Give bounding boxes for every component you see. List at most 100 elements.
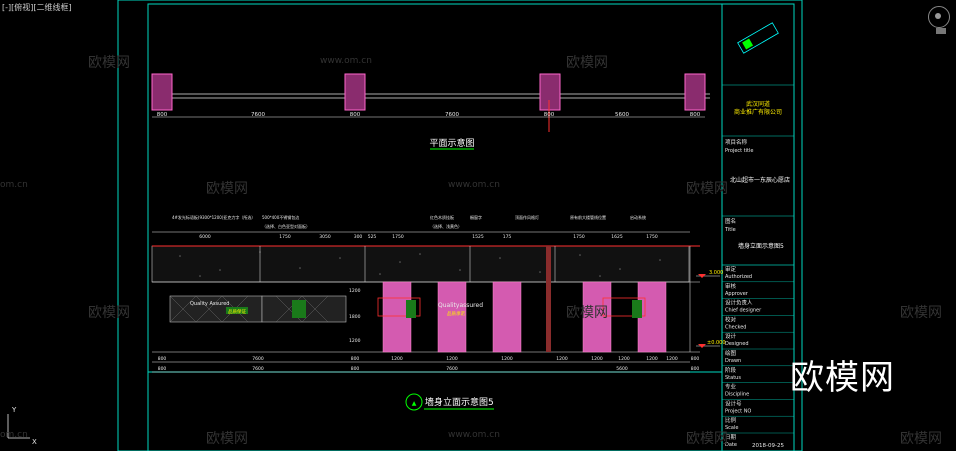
watermark-url: om.cn	[0, 430, 28, 440]
navigation-bar-icon[interactable]	[936, 28, 946, 34]
title-block-row-label-en: Authorized	[725, 274, 752, 280]
title-block-row-label: 审核	[725, 282, 737, 290]
title-block-row-label: 绘图	[725, 349, 737, 357]
elevation-bottom-dimension-text: 1200	[666, 356, 678, 362]
elevation-top-dimension-text: 175	[503, 234, 512, 240]
elevation-callouts: 4#发光标语板(9300*1200)亚克力字（所选） 500*400不锈钢包边 （选…	[172, 214, 646, 229]
level-mark-top: 3.000	[709, 270, 723, 276]
level-mark-zero: ±0.000	[707, 340, 726, 346]
title-block-row-label: 设计	[725, 332, 737, 340]
figure-name-label: 图名	[725, 217, 736, 225]
watermark-brand: 欧模网	[566, 55, 608, 71]
plan-dimension-text: 7600	[445, 112, 459, 118]
watermark-brand: 欧模网	[88, 305, 130, 321]
title-block-row-label: 审定	[725, 265, 737, 273]
title-block-row-label-en: Date	[725, 442, 737, 448]
watermark-brand: 欧模网	[566, 305, 608, 321]
project-name: 北山超市一东辰心愿店	[730, 176, 790, 184]
side-dim-1: 1200	[349, 288, 361, 294]
plan-title: 平面示意图	[429, 137, 474, 149]
viewport-label[interactable]: [-][俯视][二维线框]	[2, 3, 72, 12]
plan-dimension-text: 800	[350, 112, 361, 118]
elevation-callout-text: （选择、浅黄色）	[430, 223, 462, 229]
elevation-callout-text: 500*400不锈钢包边	[262, 214, 299, 220]
elevation-top-dimension-text: 1750	[573, 234, 585, 240]
elevation-top-dimension-text: 1525	[472, 234, 484, 240]
elevation-symbol-icon	[405, 393, 423, 411]
ucs-icon: Y X	[7, 406, 37, 446]
elevation-top-dimension-text: 1625	[611, 234, 623, 240]
title-block-row-label: 日期	[725, 434, 737, 441]
title-block-row-label: 比例	[725, 416, 737, 424]
plan-view: 800 7600 800 7600 800 5600 800 平面示意图	[151, 73, 710, 150]
svg-text:▲: ▲	[412, 400, 417, 407]
ucs-x-label: X	[32, 438, 37, 446]
title-block-row-label-en: Approver	[725, 291, 749, 297]
elevation-callout-text: 原有前大楼管线位置	[570, 214, 606, 220]
panel-text-left-sub: 品质保证	[228, 308, 246, 315]
project-name-label: 项目名称	[725, 138, 748, 146]
company-name-2: 商业推广有限公司	[734, 108, 782, 116]
watermark-brand: 欧模网	[686, 181, 728, 197]
elevation-bottom-dimension-text: 7600	[252, 356, 264, 362]
elevation-top-dimension-text: 1750	[646, 234, 658, 240]
plan-dimensions: 800 7600 800 7600 800 5600 800	[157, 112, 701, 118]
elevation-bottom-dimension-text: 800	[158, 366, 167, 372]
plan-dimension-text: 5600	[615, 112, 629, 118]
title-block-row-label: 设计负责人	[725, 299, 753, 307]
watermark-url: www.om.cn	[448, 430, 500, 440]
elevation-callout-text: 启动系统	[630, 214, 646, 220]
plan-dimension-text: 800	[157, 112, 168, 118]
elevation-top-dimension-text: 525	[368, 234, 377, 240]
pink-panels	[382, 281, 667, 353]
elevation-top-dimension-text: 3050	[319, 234, 331, 240]
watermark-brand: 欧模网	[206, 431, 248, 447]
elevation-bottom-dimension-text: 1200	[391, 356, 403, 362]
title-block-row-label: 专业	[725, 383, 737, 391]
elevation-bottom-dimension-text: 1200	[446, 356, 458, 362]
ucs-y-label: Y	[11, 406, 17, 414]
plan-dimension-text: 800	[690, 112, 701, 118]
elevation-bottom-dimension-text: 800	[691, 356, 700, 362]
elevation-callout-text: 橱窗字	[470, 214, 482, 220]
title-block-row-label: 设计号	[725, 399, 742, 407]
figure-title-label: Title	[724, 227, 736, 233]
elevation-bottom-dimension-text: 7600	[446, 366, 458, 372]
elevation-bottom-dimension-text: 1200	[556, 356, 568, 362]
elevation-bottom-dimension-text: 5600	[616, 366, 628, 372]
elevation-bottom-dimension-text: 800	[351, 356, 360, 362]
title-block-row-label-en: Project NO	[725, 408, 751, 414]
panel-text-mid: Qualityassured	[438, 302, 483, 309]
elevation-bottom-dimension-text: 1200	[618, 356, 630, 362]
watermark-url: om.cn	[0, 180, 28, 190]
elevation-callout-text: 红色木质挂板	[430, 214, 454, 220]
elevation-bottom-dimension-text: 7600	[252, 366, 264, 372]
elevation-top-dimension-text: 1750	[279, 234, 291, 240]
watermark-brand: 欧模网	[900, 305, 942, 321]
title-block-row-label-en: Chief designer	[725, 308, 762, 314]
elevation-callout-text: 顶面作风格灯	[515, 214, 539, 220]
watermark-brand: 欧模网	[686, 431, 728, 447]
watermark-url: www.om.cn	[448, 180, 500, 190]
viewcube-compass-icon[interactable]	[928, 6, 950, 28]
elevation-top-dimension-text: 6000	[199, 234, 211, 240]
level-marks: 3.000 ±0.000	[696, 270, 726, 348]
title-block-row-label: 校对	[725, 315, 737, 323]
stone-hatch	[179, 251, 661, 277]
title-block-row-label-en: Checked	[725, 324, 746, 330]
company-logo-icon	[737, 22, 779, 54]
title-block-row-label-en: Designed	[725, 341, 749, 347]
title-block-row-label: 阶段	[725, 366, 737, 374]
plan-dimension-text: 800	[544, 112, 555, 118]
title-block-row-label-en: Scale	[725, 425, 738, 431]
plan-dimension-text: 7600	[251, 112, 265, 118]
elevation-top-dimension-text: 300	[354, 234, 363, 240]
company-name-1: 武汉同道	[746, 100, 770, 108]
elevation-bottom-dimension-text: 1200	[591, 356, 603, 362]
side-dim-2: 1800	[349, 314, 361, 320]
elevation-callout-text: 4#发光标语板(9300*1200)亚克力字（所选）	[172, 214, 255, 220]
